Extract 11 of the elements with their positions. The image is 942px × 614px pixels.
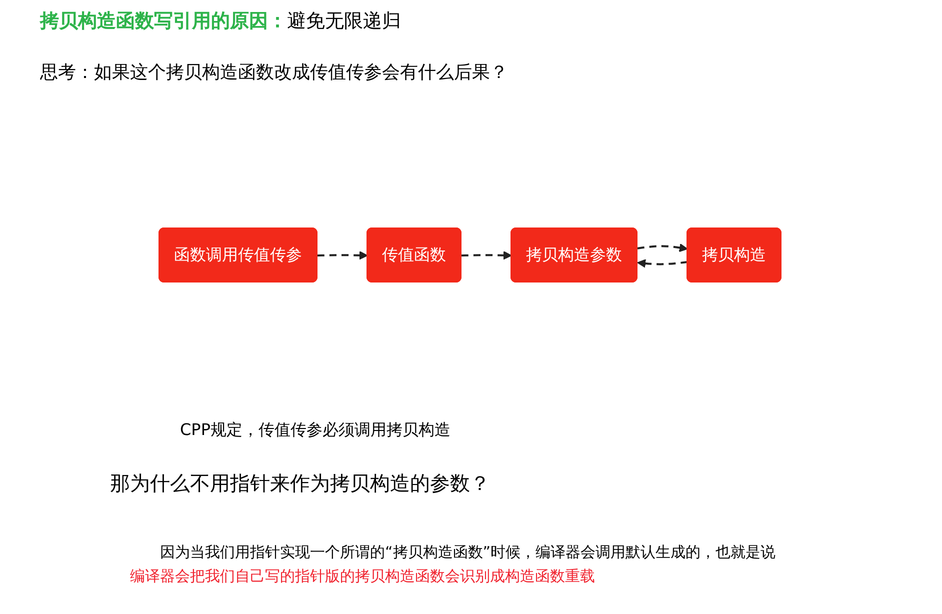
- title: 拷贝构造函数写引用的原因：: [40, 10, 287, 32]
- arrow: [637, 243, 688, 252]
- title-text: 避免无限递归: [287, 10, 401, 32]
- arrow: [317, 250, 368, 260]
- note-text: CPP规定，传值传参必须调用拷贝构造: [180, 420, 450, 441]
- paragraph-text: 因为当我们用指针实现一个所谓的“拷贝构造函数”时候，编译器会调用默认生成的，也就是说: [160, 543, 776, 561]
- highlighted-text: 编译器会把我们自己写的指针版的拷贝构造函数会识别成构造函数重载: [130, 567, 595, 585]
- arrow: [461, 250, 512, 260]
- arrow: [637, 259, 688, 268]
- question-text: 思考：如果这个拷贝构造函数改成传值传参会有什么后果？: [40, 61, 508, 84]
- question-text: 那为什么不用指针来作为拷贝构造的参数？: [110, 470, 490, 497]
